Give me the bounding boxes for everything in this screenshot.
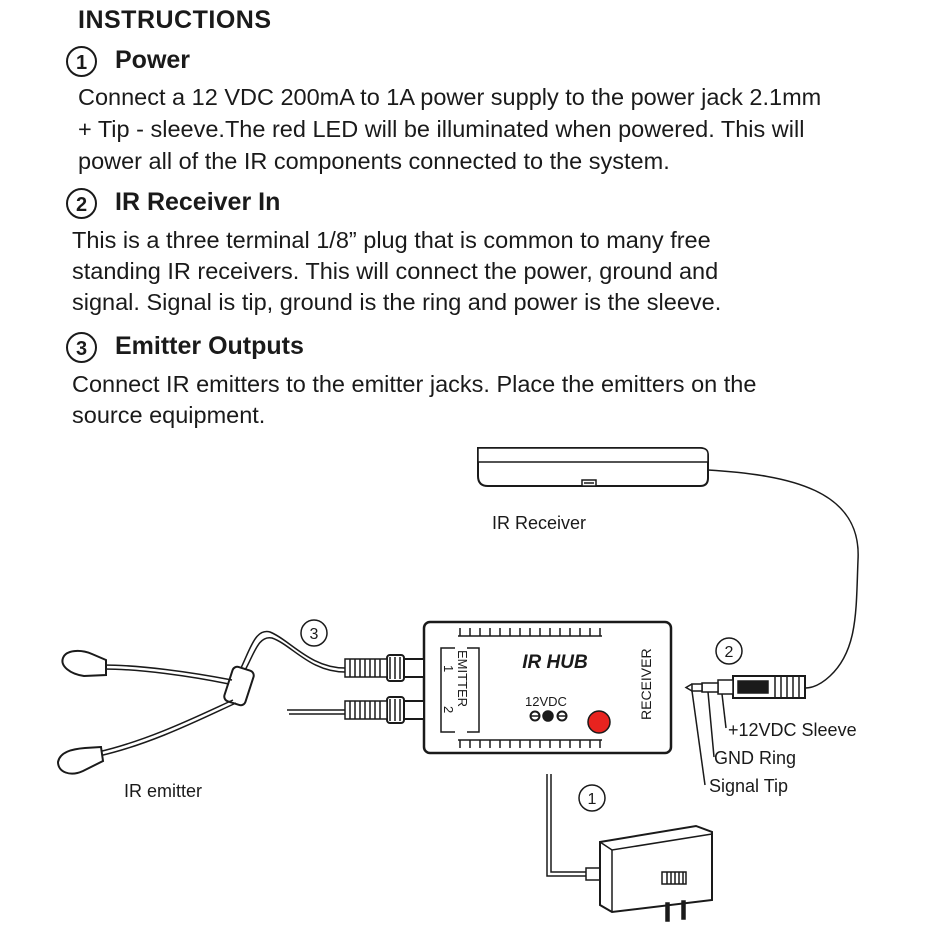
body-line: + Tip - sleeve.The red LED will be illum…: [78, 116, 805, 142]
emitter-label: EMITTER: [455, 650, 470, 707]
section-title: Power: [115, 46, 191, 75]
ir-emitter-label: IR emitter: [124, 781, 202, 801]
callout-badge: 2: [725, 644, 734, 661]
ring-label: GND Ring: [714, 748, 796, 768]
polarity-symbol: [529, 710, 568, 722]
emitter-cable: [243, 637, 346, 673]
ir-emitter-head: [56, 745, 105, 775]
body-line: standing IR receivers. This will connect…: [72, 258, 719, 284]
section-number-badge: 2: [66, 188, 97, 219]
receiver-label: RECEIVER: [638, 648, 654, 720]
emitter-plug-1: [344, 654, 425, 682]
body-line: Connect a 12 VDC 200mA to 1A power suppl…: [78, 84, 822, 110]
section-number-badge: 1: [66, 46, 97, 77]
section-number-badge: 3: [66, 332, 97, 363]
tip-label: Signal Tip: [709, 776, 788, 796]
body-line: source equipment.: [72, 402, 266, 428]
page-title: INSTRUCTIONS: [78, 6, 272, 34]
callout-badge: 1: [588, 791, 597, 808]
section-power-heading: 1 Power: [66, 46, 190, 77]
body-line: This is a three terminal 1/8” plug that …: [72, 227, 711, 253]
emitter-port-1-label: 1: [441, 665, 456, 672]
wall-adapter: [585, 824, 713, 922]
ferrite-bead: [223, 665, 255, 707]
body-line: power all of the IR components connected…: [78, 148, 670, 174]
body-line: Connect IR emitters to the emitter jacks…: [72, 371, 757, 397]
hub-title: IR HUB: [522, 652, 588, 673]
emitter-cable: [239, 630, 346, 671]
power-led-icon: [587, 710, 611, 734]
section-receiver-heading: 2 IR Receiver In: [66, 188, 280, 219]
emitter-plug-2: [344, 696, 425, 724]
callout-badge: 3: [310, 626, 319, 643]
section-emitter-heading: 3 Emitter Outputs: [66, 332, 304, 363]
receiver-plug: [684, 675, 806, 699]
power-label: 12VDC: [525, 694, 567, 709]
ir-receiver-label: IR Receiver: [492, 513, 586, 533]
section-title: Emitter Outputs: [115, 332, 304, 361]
emitter-port-2-label: 2: [441, 706, 456, 713]
ir-receiver-unit: [477, 447, 709, 487]
section-title: IR Receiver In: [115, 188, 281, 217]
power-cable: [546, 774, 598, 877]
sleeve-label: +12VDC Sleeve: [728, 720, 857, 740]
receiver-cable: [707, 469, 859, 689]
body-line: signal. Signal is tip, ground is the rin…: [72, 289, 722, 315]
ir-emitter-head: [61, 649, 107, 678]
